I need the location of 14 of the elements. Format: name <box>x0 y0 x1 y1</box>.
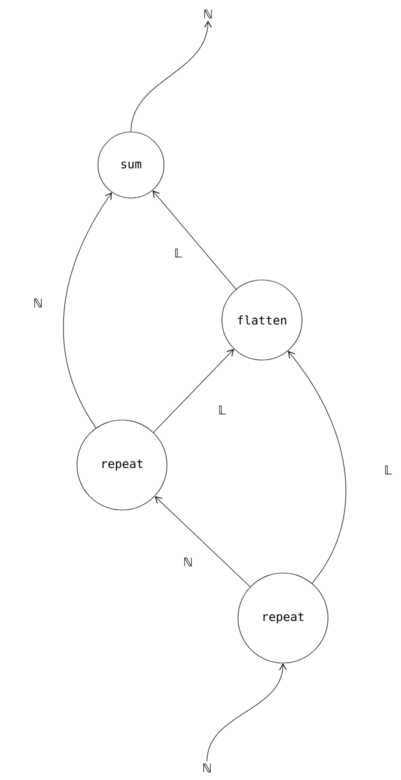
arrow <box>63 192 112 428</box>
edge-label: 𝕃 <box>173 248 183 258</box>
arrow <box>130 20 212 132</box>
edge-label: 𝕃 <box>217 404 227 416</box>
arrow <box>288 350 346 584</box>
arrow <box>206 663 287 762</box>
arrow <box>152 190 236 290</box>
edge-label: 𝕃 <box>383 464 393 476</box>
type-symbol: ℕ <box>204 10 212 18</box>
arrow <box>153 349 234 433</box>
type-symbol: ℕ <box>203 764 211 772</box>
edge-label: ℕ <box>32 298 44 308</box>
edge-label: ℕ <box>182 556 194 568</box>
arrow <box>154 496 250 588</box>
